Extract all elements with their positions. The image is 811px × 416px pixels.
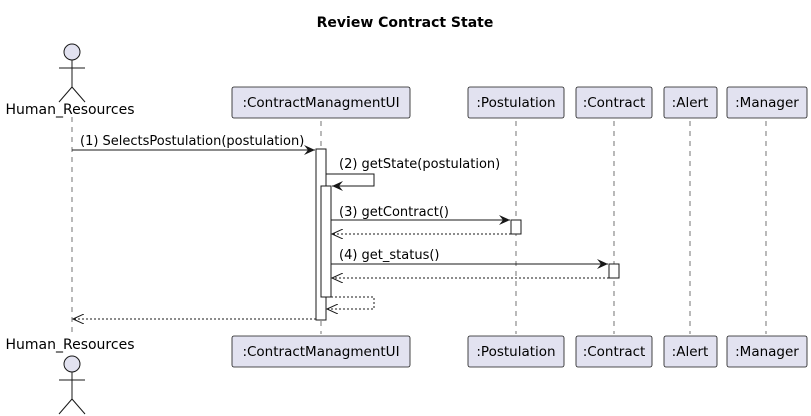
message-label: (1) SelectsPostulation(postulation) bbox=[80, 134, 304, 149]
participant-alert-top: :Alert bbox=[663, 86, 718, 119]
participant-postulation-bottom: :Postulation bbox=[467, 335, 565, 368]
participant-ui-top: :ContractManagmentUI bbox=[231, 86, 411, 119]
participant-label: :Postulation bbox=[476, 344, 555, 360]
return-arrow-self bbox=[327, 296, 375, 309]
participant-label: :ContractManagmentUI bbox=[242, 95, 399, 111]
participant-contract-bottom: :Contract bbox=[575, 335, 653, 368]
participant-alert-bottom: :Alert bbox=[663, 335, 718, 368]
participant-label: :Postulation bbox=[476, 95, 555, 111]
participant-label: :Contract bbox=[583, 344, 646, 360]
actor-human-resources-bottom: Human_Resources bbox=[6, 337, 135, 415]
activation-postulation bbox=[510, 219, 522, 235]
participant-manager-bottom: :Manager bbox=[726, 335, 808, 368]
participant-contract-top: :Contract bbox=[575, 86, 653, 119]
activation-ui-inner bbox=[320, 185, 332, 298]
message-label: (2) getState(postulation) bbox=[339, 157, 500, 172]
participant-label: :Manager bbox=[735, 95, 799, 111]
activation-contract bbox=[608, 263, 620, 279]
participant-label: :ContractManagmentUI bbox=[242, 344, 399, 360]
diagram-title: Review Contract State bbox=[317, 15, 494, 31]
participant-label: :Alert bbox=[672, 95, 709, 111]
message-label: (4) get_status() bbox=[339, 248, 439, 263]
participant-postulation-top: :Postulation bbox=[467, 86, 565, 119]
participant-manager-top: :Manager bbox=[726, 86, 808, 119]
message-arrow-self bbox=[326, 173, 375, 191]
actor-human-resources-top: Human_Resources bbox=[6, 43, 135, 118]
participant-label: :Contract bbox=[583, 95, 646, 111]
participant-label: :Alert bbox=[672, 344, 709, 360]
actor-label: Human_Resources bbox=[6, 102, 135, 118]
participant-ui-bottom: :ContractManagmentUI bbox=[231, 335, 411, 368]
participant-label: :Manager bbox=[735, 344, 799, 360]
message-label: (3) getContract() bbox=[339, 205, 449, 220]
actor-label: Human_Resources bbox=[6, 337, 135, 353]
